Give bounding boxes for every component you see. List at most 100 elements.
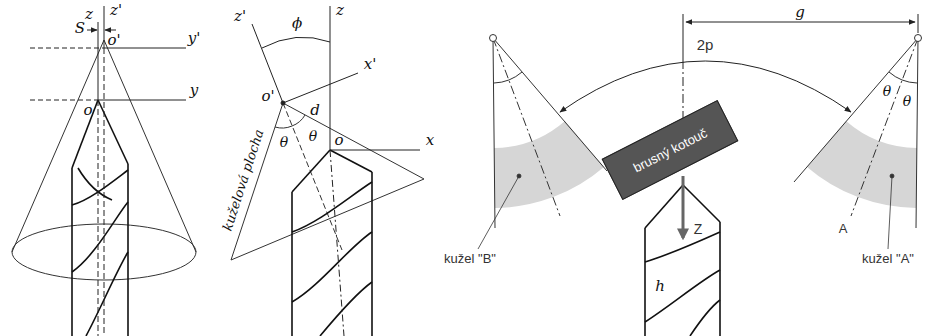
- cone-left-part: [104, 40, 196, 252]
- origin-label: o: [81, 102, 94, 119]
- axis-label: y: [188, 82, 200, 99]
- cone-label: kužel "B": [442, 251, 498, 266]
- axes-left-part: [30, 48, 104, 49]
- axis-label: z': [232, 8, 248, 25]
- drill-right-part: [645, 185, 683, 228]
- angle-label: 2p: [695, 36, 716, 53]
- drill-middle-part: [292, 150, 330, 192]
- axes-left-part: [98, 100, 186, 101]
- cone-label: kužel "A": [860, 251, 916, 266]
- axis-label: x: [424, 132, 436, 149]
- origin-label: o': [259, 88, 276, 105]
- angle-label: θ: [278, 134, 290, 150]
- feed-arrow-part: [682, 176, 685, 238]
- dimension-label: g: [793, 4, 807, 21]
- origin-label: o: [332, 132, 345, 149]
- cone-lines-part: [493, 38, 560, 216]
- leaders-part: [478, 176, 519, 249]
- grinding-wheel: brusný kotouč: [602, 100, 739, 200]
- axes-left-part: [87, 30, 97, 31]
- drill-left: [72, 100, 128, 336]
- cone-lines-part: [490, 35, 497, 42]
- drill-left-part: [78, 168, 112, 200]
- axes-middle-part: [281, 101, 285, 105]
- axis-label: z': [108, 2, 124, 19]
- cone-sectors-part: [807, 121, 917, 208]
- cone-lines-part: [493, 38, 495, 228]
- axis-label: A: [837, 221, 850, 236]
- axes-left-part: [104, 6, 105, 48]
- axes-middle-part: [330, 150, 344, 336]
- drill-left-part: [72, 100, 98, 168]
- dimensions: [560, 14, 918, 150]
- angle-label: θ: [307, 128, 319, 144]
- helix-angle-label: h: [653, 278, 667, 295]
- axis-label: x': [362, 56, 379, 73]
- cone-lines-part: [916, 38, 918, 228]
- origin-label: o': [105, 32, 122, 49]
- axis-label: y': [186, 30, 203, 47]
- leaders: [478, 174, 894, 249]
- drill-middle-part: [291, 192, 293, 336]
- drill-left-part: [127, 164, 129, 336]
- part-name: brusný kotouč: [631, 125, 710, 175]
- axes-left-part: [104, 48, 105, 336]
- drill-right-part: [644, 228, 646, 336]
- drill-right-part: [645, 270, 720, 322]
- cone-lines-part: [851, 38, 918, 216]
- drill-left-part: [71, 168, 73, 336]
- axis-label: z: [334, 2, 346, 19]
- cone-lines-part: [889, 72, 917, 83]
- drill-middle-part: [292, 182, 372, 232]
- cone-middle-part: [275, 115, 305, 128]
- drill-middle-part: [371, 172, 373, 336]
- axes-middle-part: [283, 73, 358, 103]
- cone-left-part: [12, 40, 104, 252]
- drill-left-part: [86, 252, 128, 336]
- feed-arrow: [682, 176, 685, 238]
- axes-left-part: [30, 100, 98, 101]
- leaders-part: [888, 176, 892, 249]
- cone-lines: [490, 35, 922, 229]
- cone-sectors: [494, 121, 917, 208]
- cone-middle: [231, 103, 424, 260]
- drill-right-part: [719, 222, 721, 336]
- axes-left-part: [105, 30, 116, 31]
- axes-middle-part: [330, 150, 420, 151]
- angle-label: θ: [901, 93, 913, 109]
- drill-middle-part: [330, 150, 372, 172]
- cone-lines-part: [493, 38, 607, 171]
- dimensions-part: [918, 14, 919, 33]
- leaders-part: [890, 174, 894, 178]
- cone-lines-part: [794, 38, 918, 182]
- leaders-part: [517, 174, 521, 178]
- axes-left-part: [98, 22, 99, 100]
- cone-lines-part: [915, 35, 922, 42]
- cone-middle-part: [231, 179, 424, 260]
- drill-middle-part: [320, 282, 372, 336]
- axes-left-part: [98, 100, 99, 336]
- drill-right-part: [683, 185, 720, 222]
- cone-lines-part: [494, 72, 522, 83]
- drill-left-part: [98, 100, 128, 164]
- cone-middle-part: [283, 103, 424, 179]
- dimensions-part: [683, 14, 684, 60]
- angle-label: θ: [881, 83, 893, 99]
- direction-label: Z: [692, 221, 705, 237]
- dimensions-part: [686, 22, 915, 23]
- cone-sectors-part: [494, 121, 604, 208]
- drill-left-part: [72, 170, 128, 205]
- drill-middle: [292, 150, 372, 336]
- axes-left: [30, 6, 186, 336]
- dimensions-part: [560, 61, 851, 112]
- drill-right-part: [690, 300, 720, 336]
- drill-left-part: [72, 202, 128, 272]
- surface-label: kuželová plocha: [219, 126, 267, 235]
- distance-label: d: [308, 102, 322, 119]
- angle-label: ϕ: [290, 15, 304, 32]
- offset-label: S: [73, 20, 87, 37]
- axes-middle-part: [262, 37, 330, 48]
